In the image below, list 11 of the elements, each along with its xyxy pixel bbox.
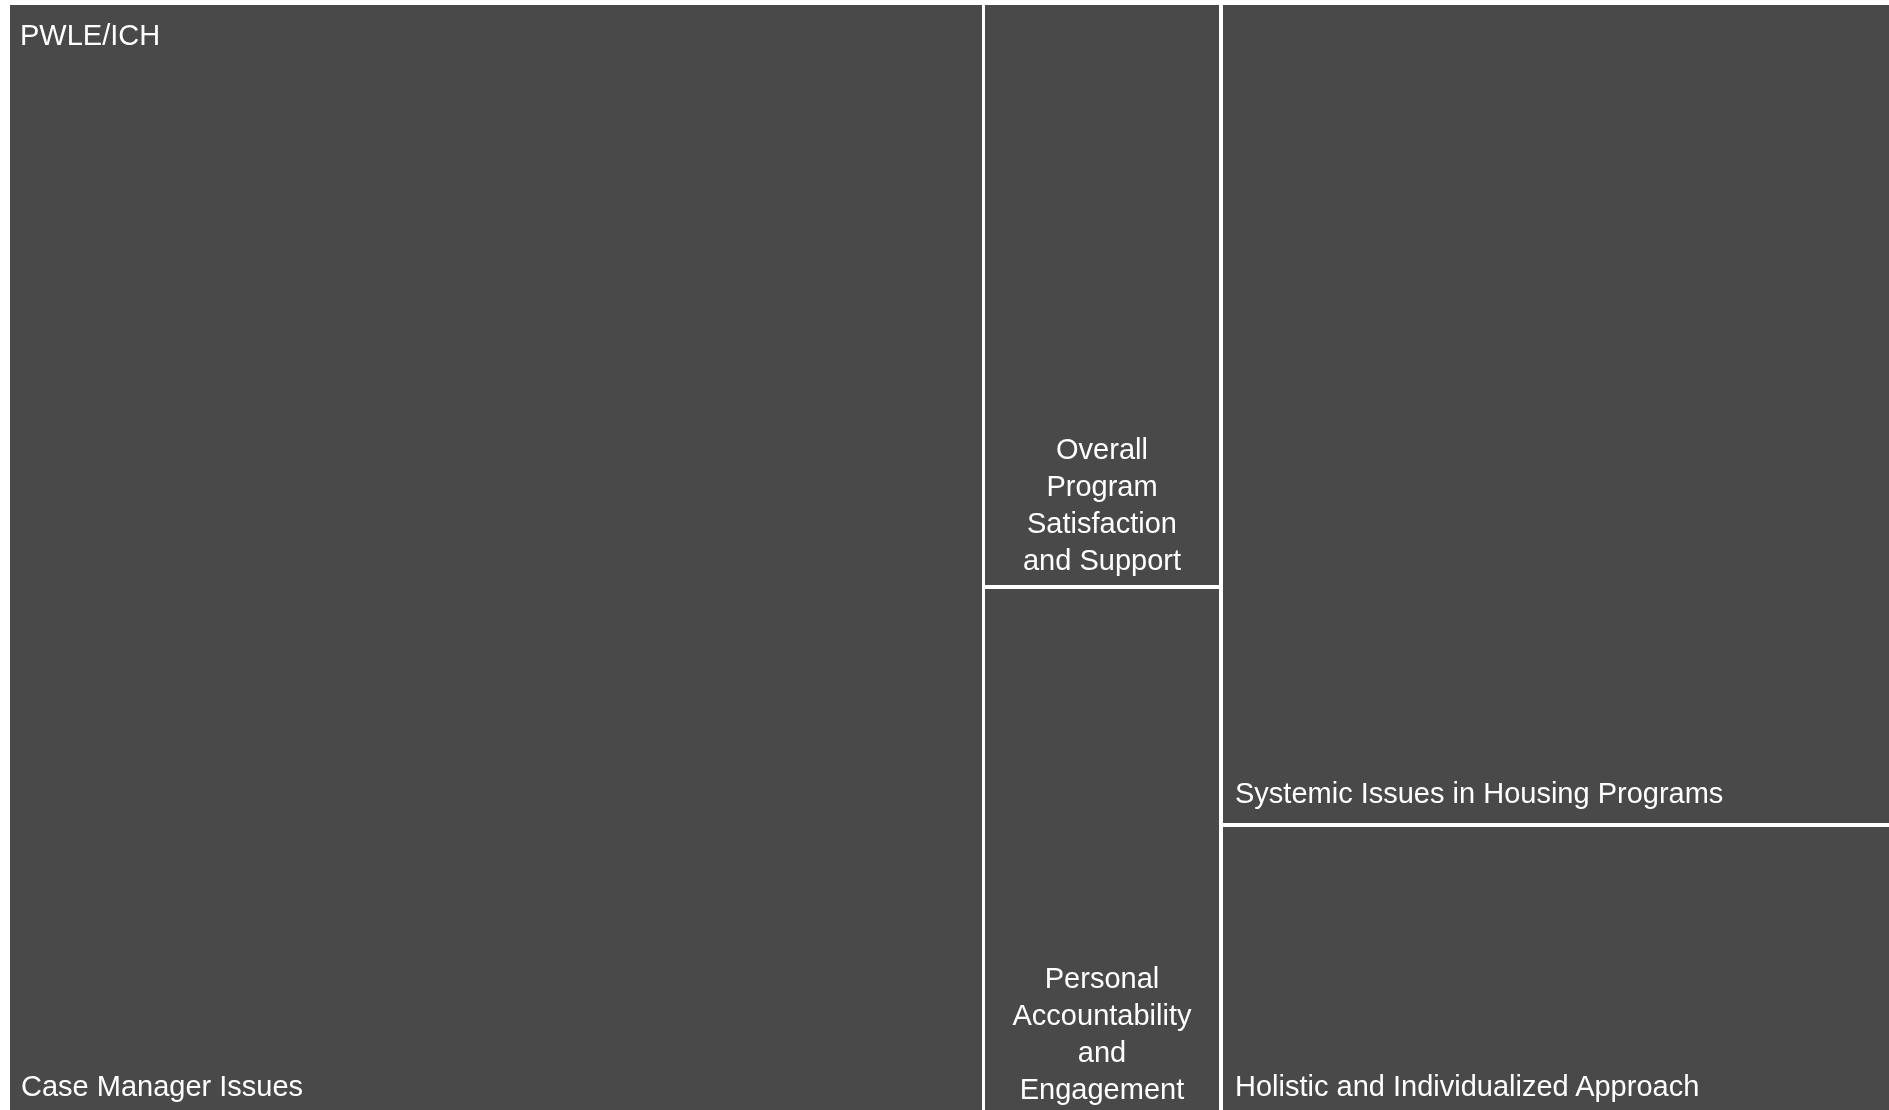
tile-label: Systemic Issues in Housing Programs [1235,775,1724,811]
treemap-tile [1223,5,1889,823]
tile-label: Holistic and Individualized Approach [1235,1068,1700,1104]
tile-label: Case Manager Issues [21,1068,304,1104]
treemap-tile [10,5,982,1110]
tile-label: Personal Accountability and Engagement [1011,961,1193,1107]
tile-label: Overall Program Satisfaction and Support [1022,432,1182,578]
treemap-tile [985,589,1219,1110]
treemap-tile [1223,827,1889,1110]
treemap-title: PWLE/ICH [20,18,161,53]
treemap-tile [985,5,1219,585]
